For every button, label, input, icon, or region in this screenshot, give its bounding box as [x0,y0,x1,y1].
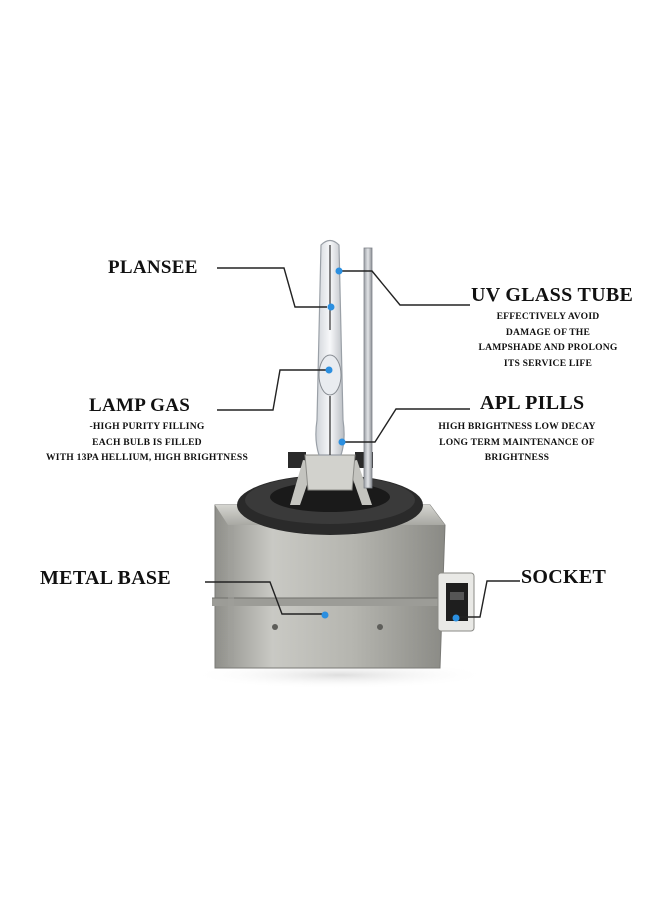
plansee-callout-line [217,267,327,308]
uv-line-3: LAMPSHADE AND PROLONG [478,342,618,353]
socket-tab [437,572,475,632]
socket-callout-line [457,580,520,618]
metal-base-title: METAL BASE [40,567,171,589]
apl-pills-callout-line [342,408,470,443]
uv-line-1: EFFECTIVELY AVOID [496,311,600,322]
lamp-gas-line-3: WITH 13PA HELLIUM, HIGH BRIGHTNESS [45,452,248,463]
lamp-gas-callout-line [217,369,327,411]
apl-pills-description: HIGH BRIGHTNESS LOW DECAY LONG TERM MAIN… [412,419,622,466]
uv-line-4: ITS SERVICE LIFE [503,357,593,369]
lamp-gas-dot [325,366,333,374]
metal-base-callout-line [205,581,323,615]
socket-dot [452,614,460,622]
apl-line-2: LONG TERM MAINTENANCE OF [439,436,595,448]
lamp-gas-line-1: -HIGH PURITY FILLING [89,421,205,432]
apl-pills-dot [338,438,346,446]
uv-line-2: DAMAGE OF THE [505,326,591,338]
plansee-title: PLANSEE [108,257,198,278]
uv-glass-tube-dot [335,267,343,275]
uv-glass-tube-title: UV GLASS TUBE [471,284,634,306]
return-rod [363,247,373,489]
bulb-holder [290,454,372,505]
glass-tube [315,239,345,456]
lamp-gas-line-2: EACH BULB IS FILLED [92,436,202,448]
apl-line-3: BRIGHTNESS [484,452,550,463]
plansee-dot [327,303,335,311]
lamp-gas-title: LAMP GAS [89,395,191,416]
uv-glass-tube-description: EFFECTIVELY AVOID DAMAGE OF THE LAMPSHAD… [448,309,648,371]
apl-pills-title: APL PILLS [480,392,585,414]
socket-title: SOCKET [521,566,607,588]
metal-base-dot [321,611,329,619]
apl-line-1: HIGH BRIGHTNESS LOW DECAY [438,421,596,432]
uv-glass-tube-callout-line [340,270,470,306]
lamp-gas-description: -HIGH PURITY FILLING EACH BULB IS FILLED… [16,419,278,466]
